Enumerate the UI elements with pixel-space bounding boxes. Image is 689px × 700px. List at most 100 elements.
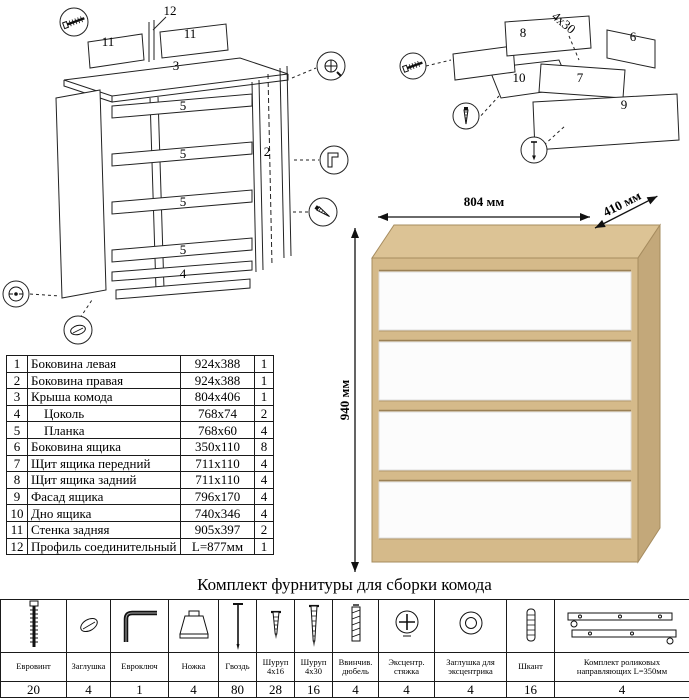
part-label: 5: [180, 146, 187, 161]
part-label: 11: [184, 26, 197, 41]
cam-cap-icon: [459, 611, 482, 635]
part-number: 4: [6, 404, 28, 423]
part-label: 4: [180, 266, 187, 281]
hardware-label: Евровинт: [0, 652, 67, 682]
part-number: 5: [6, 421, 28, 439]
part-size: 711x110: [180, 454, 255, 473]
part-size: 740x346: [180, 504, 255, 522]
hardware-label: Гвоздь: [218, 652, 257, 682]
hardware-label: Комплект роликовых направляющих L=350мм: [554, 652, 689, 682]
frame-linework: [29, 16, 319, 319]
drawer-leader-lines: [425, 35, 580, 146]
part-number: 2: [6, 371, 28, 390]
table-row: 11 Стенка задняя 905x397 2: [6, 520, 274, 539]
table-row: 3 Крыша комода 804x406 1: [6, 388, 274, 406]
hardware-icon-cell: [168, 599, 219, 653]
part-label: 5: [180, 98, 187, 113]
part-label: 7: [577, 70, 584, 85]
part-size: 905x397: [180, 520, 255, 539]
part-size: 350x110: [180, 437, 255, 456]
frame-callout-circles: [2, 7, 349, 345]
part-name: Дно ящика: [27, 504, 181, 522]
hardware-label: Евроключ: [110, 652, 169, 682]
hardware-labels-row: Евровинт Заглушка Евроключ Ножка Гвоздь …: [0, 652, 689, 682]
part-qty: 1: [254, 355, 274, 373]
table-row: 5 Планка 768x60 4: [6, 421, 274, 439]
hardware-icon-cell: [218, 599, 257, 653]
screw-icon: [314, 205, 330, 218]
nail-icon: [232, 603, 243, 650]
part-qty: 1: [254, 537, 274, 556]
table-row: 1 Боковина левая 924x388 1: [6, 355, 274, 373]
part-qty: 4: [254, 471, 274, 489]
part-qty: 2: [254, 520, 274, 539]
part-name: Планка: [27, 421, 181, 439]
part-size: 924x388: [180, 371, 255, 390]
part-qty: 4: [254, 504, 274, 522]
part-number: 1: [6, 355, 28, 373]
part-qty: 4: [254, 454, 274, 473]
chest-body: [371, 223, 661, 564]
table-row: 12 Профиль соединительный L=877мм 1: [6, 537, 274, 556]
nail-icon: [531, 141, 537, 161]
part-number: 3: [6, 388, 28, 406]
screw-short-icon: [270, 610, 281, 639]
hardware-icons-row: [0, 599, 689, 653]
part-number: 8: [6, 471, 28, 489]
hardware-kit-title: Комплект фурнитуры для сборки комода: [197, 575, 492, 594]
hex-key-icon: [123, 610, 157, 642]
table-row: 2 Боковина правая 924x388 1: [6, 371, 274, 390]
table-row: 8 Щит ящика задний 711x110 4: [6, 471, 274, 489]
hardware-icon-cell: [434, 599, 507, 653]
part-size: L=877мм: [180, 537, 255, 556]
width-dimension-label: 804 мм: [464, 194, 505, 209]
hardware-icon-cell: [110, 599, 169, 653]
part-name: Крыша комода: [27, 388, 181, 406]
hardware-qty: 4: [554, 681, 689, 698]
part-name: Фасад ящика: [27, 487, 181, 506]
part-number: 11: [6, 520, 28, 539]
hardware-icon-cell: [332, 599, 379, 653]
screw-head-icon: [324, 59, 342, 77]
part-qty: 1: [254, 371, 274, 390]
hardware-qty: 4: [332, 681, 379, 698]
part-qty: 4: [254, 487, 274, 506]
screw-icon: [463, 107, 469, 125]
table-row: 9 Фасад ящика 796x170 4: [6, 487, 274, 506]
hardware-counts-row: 20 4 1 4 80 28 16 4 4 4 16 4: [0, 681, 689, 698]
hardware-icon-cell: [554, 599, 689, 653]
hardware-qty: 4: [378, 681, 435, 698]
hardware-qty: 80: [218, 681, 257, 698]
euro-screw-icon: [61, 16, 85, 30]
part-size: 796x170: [180, 487, 255, 506]
part-size: 804x406: [180, 388, 255, 406]
part-size: 924x388: [180, 355, 255, 373]
cap-icon: [70, 324, 86, 336]
hardware-label: Заглушка: [66, 652, 111, 682]
table-row: 7 Щит ящика передний 711x110 4: [6, 454, 274, 473]
part-number: 12: [6, 537, 28, 556]
hardware-label: Ножка: [168, 652, 219, 682]
hardware-icon-cell: [506, 599, 555, 653]
drawer-slides-icon: [567, 612, 677, 645]
cam-lock-icon: [8, 286, 24, 302]
height-dimension-label: 940 мм: [338, 380, 352, 421]
frame-part-labels: 12 11 11 3 5 5 5 5 2 4: [102, 3, 271, 281]
part-label: 10: [513, 70, 526, 85]
part-label: 6: [630, 29, 637, 44]
hardware-label: Шуруп 4x30: [294, 652, 333, 682]
part-name: Боковина ящика: [27, 437, 181, 456]
hardware-table: Евровинт Заглушка Евроключ Ножка Гвоздь …: [0, 599, 689, 698]
hardware-qty: 1: [110, 681, 169, 698]
part-qty: 8: [254, 437, 274, 456]
wood-dowel-icon: [526, 608, 535, 642]
part-label: 11: [102, 34, 115, 49]
hardware-label: Ввинчив. дюбель: [332, 652, 379, 682]
hardware-qty: 16: [506, 681, 555, 698]
part-size: 768x60: [180, 421, 255, 439]
part-number: 9: [6, 487, 28, 506]
depth-dimension-label: 410 мм: [600, 190, 643, 220]
hardware-label: Заглушка для эксцентрика: [434, 652, 507, 682]
hardware-qty: 4: [66, 681, 111, 698]
hardware-qty: 28: [256, 681, 295, 698]
